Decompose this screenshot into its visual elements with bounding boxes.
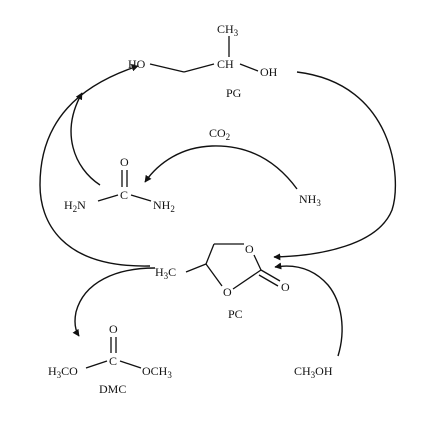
pc-ring-oxygen-top-label: O xyxy=(245,242,254,256)
urea-structure: O C H2N NH2 xyxy=(64,155,175,214)
pc-carbonyl-bond-b xyxy=(258,274,279,287)
pc-ring-bond-3 xyxy=(253,254,262,271)
urea-carbon-label: C xyxy=(120,188,128,202)
dmc-methoxy-left-label: H3CO xyxy=(48,364,78,380)
pg-bond-3 xyxy=(239,63,259,72)
pc-carbonyl-bond-a xyxy=(260,269,281,282)
propylene-carbonate-structure: H3C O O O PC xyxy=(155,242,290,321)
urea-cn-bond-right xyxy=(130,194,152,202)
ammonia-label: NH3 xyxy=(299,192,321,208)
arrow-urea-to-pg xyxy=(70,92,101,186)
urea-oxygen-label: O xyxy=(120,155,129,169)
arrow-pc-to-pg xyxy=(39,64,151,267)
methanol-label: CH3OH xyxy=(294,364,333,380)
pc-ring-bond-1 xyxy=(205,243,215,265)
carbon-dioxide-label: CO2 xyxy=(209,126,230,142)
pc-ring-bond-5 xyxy=(232,269,262,290)
pg-bond-2 xyxy=(183,63,215,73)
dmc-carbon-label: C xyxy=(109,354,117,368)
arrow-methanol-to-pc xyxy=(274,262,343,357)
urea-amine-left-label: H2N xyxy=(64,198,86,214)
pc-name-label: PC xyxy=(228,307,243,321)
propylene-glycol-structure: CH3 CH HO OH PG xyxy=(128,22,278,100)
pg-bond-1 xyxy=(149,63,185,73)
arrow-pg-to-pc xyxy=(273,71,397,261)
urea-amine-right-label: NH2 xyxy=(153,198,175,214)
pg-methyl-label: CH3 xyxy=(217,22,239,38)
dmc-bond-right xyxy=(119,360,142,369)
pg-ch-label: CH xyxy=(217,57,234,71)
arrow-co2-nh3-to-urea xyxy=(144,145,298,190)
pc-ring-oxygen-bottom-label: O xyxy=(223,285,232,299)
arrow-pc-to-dmc xyxy=(72,267,156,337)
pc-methyl-bond xyxy=(185,263,207,273)
dmc-methoxy-right-label: OCH3 xyxy=(142,364,172,380)
pc-carbonyl-oxygen-label: O xyxy=(281,280,290,294)
pg-name-label: PG xyxy=(226,86,242,100)
dimethyl-carbonate-structure: O C H3CO OCH3 DMC xyxy=(48,322,172,396)
dmc-oxygen-label: O xyxy=(109,322,118,336)
dmc-name-label: DMC xyxy=(99,382,126,396)
pc-ring-bond-4 xyxy=(205,263,223,287)
pc-methyl-label: H3C xyxy=(155,265,176,281)
pg-hydroxyl-right-label: OH xyxy=(260,65,278,79)
dmc-bond-left xyxy=(85,360,108,369)
urea-cn-bond-left xyxy=(97,194,119,202)
